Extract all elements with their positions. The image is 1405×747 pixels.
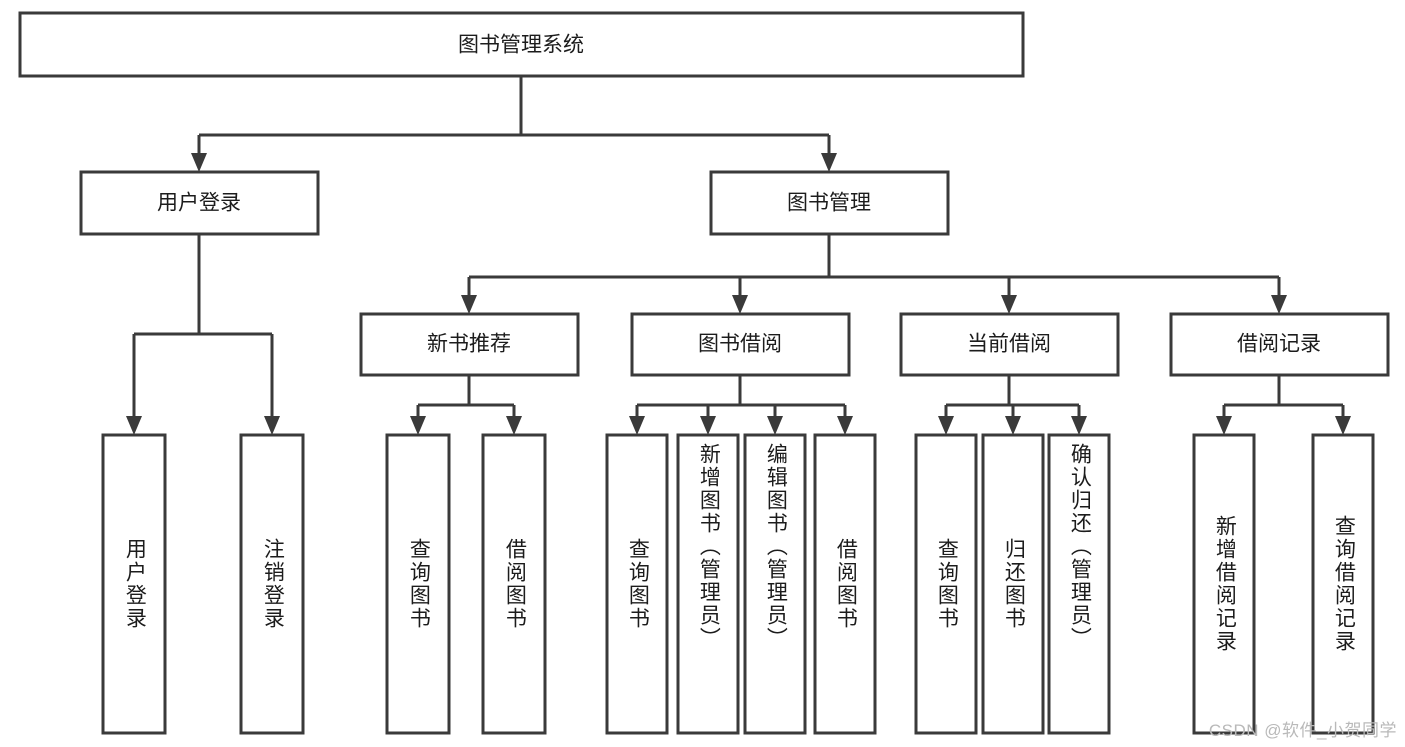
node-root-rect [18,11,1025,78]
node-book-manage[interactable]: 图书管理 [709,170,950,236]
arrow-icon-bookborrow-leaf3 [767,416,783,435]
node-leaf-query-book-1-rect [385,433,451,735]
arrow-icon-currentborrow-leaf1 [938,416,954,435]
node-book-borrow-rect [630,312,851,377]
node-leaf-query-book-3[interactable] [914,433,978,735]
node-leaf-edit-book-rect [743,433,807,735]
node-borrow-record[interactable]: 借阅记录 [1169,312,1390,377]
arrow-icon-currentborrow-leaf3 [1071,416,1087,435]
arrow-icon-bookborrow-leaf2 [700,416,716,435]
arrow-icon-book-manage-borrowrecord [1271,295,1287,314]
node-user-login-label: 用户登录 [157,192,241,215]
node-leaf-borrow-book-2[interactable] [813,433,877,735]
arrow-icon-user-login-leaf1 [126,416,142,435]
node-leaf-query-book-2[interactable] [605,433,669,735]
node-leaf-return-book-rect [981,433,1045,735]
node-current-borrow[interactable]: 当前借阅 [899,312,1120,377]
node-root-label: 图书管理系统 [458,34,584,57]
watermark-text: CSDN @软件_小贺同学 [1208,721,1397,740]
node-book-borrow[interactable]: 图书借阅 [630,312,851,377]
edge-group-user-login [126,234,280,435]
node-leaf-borrow-book-2-rect [813,433,877,735]
node-borrow-record-rect [1169,312,1390,377]
arrow-icon-bookborrow-leaf1 [629,416,645,435]
arrow-icon-bookborrow-leaf4 [837,416,853,435]
node-leaf-query-book-3-rect [914,433,978,735]
arrow-icon-book-manage-newbook [461,295,477,314]
node-leaf-user-login-rect [101,433,167,735]
edge-group-current-borrow [938,375,1087,435]
node-leaf-query-record[interactable] [1311,433,1375,735]
node-leaf-borrow-book-1[interactable] [481,433,547,735]
node-leaf-add-book[interactable] [676,433,740,735]
edge-group-root [191,76,837,172]
node-leaf-query-book-2-rect [605,433,669,735]
edge-group-book-manage [461,234,1287,314]
node-book-manage-label: 图书管理 [787,192,871,215]
node-leaf-edit-book[interactable] [743,433,807,735]
node-leaf-confirm-return-rect [1047,433,1111,735]
node-leaf-return-book[interactable] [981,433,1045,735]
arrow-icon-root-book-manage [821,153,837,172]
node-book-borrow-label: 图书借阅 [698,333,782,356]
edge-group-book-borrow [629,375,853,435]
node-leaf-add-record[interactable] [1192,433,1256,735]
arrow-icon-book-manage-currentborrow [1001,295,1017,314]
arrow-icon-user-login-leaf2 [264,416,280,435]
arrow-icon-borrowrecord-leaf2 [1335,416,1351,435]
node-book-manage-rect [709,170,950,236]
node-current-borrow-rect [899,312,1120,377]
node-new-book-rec-label: 新书推荐 [427,333,511,356]
arrow-icon-newbook-leaf1 [410,416,426,435]
node-leaf-add-record-rect [1192,433,1256,735]
arrow-icon-newbook-leaf2 [506,416,522,435]
node-leaf-add-book-rect [676,433,740,735]
node-new-book-rec-rect [359,312,580,377]
node-leaf-confirm-return[interactable] [1047,433,1111,735]
edge-group-new-book-rec [410,375,522,435]
node-borrow-record-label: 借阅记录 [1237,333,1321,356]
node-user-login-rect [79,170,320,236]
node-current-borrow-label: 当前借阅 [967,333,1051,356]
arrow-icon-borrowrecord-leaf1 [1216,416,1232,435]
arrow-icon-currentborrow-leaf2 [1005,416,1021,435]
node-leaf-user-logout[interactable] [239,433,305,735]
arrow-icon-book-manage-bookborrow [732,295,748,314]
node-user-login[interactable]: 用户登录 [79,170,320,236]
node-leaf-user-logout-rect [239,433,305,735]
edge-group-borrow-record [1216,375,1351,435]
node-leaf-query-book-1[interactable] [385,433,451,735]
node-root[interactable]: 图书管理系统 [18,11,1025,78]
node-new-book-rec[interactable]: 新书推荐 [359,312,580,377]
node-leaf-query-record-rect [1311,433,1375,735]
node-leaf-user-login[interactable] [101,433,167,735]
arrow-icon-root-user-login [191,153,207,172]
node-leaf-borrow-book-1-rect [481,433,547,735]
